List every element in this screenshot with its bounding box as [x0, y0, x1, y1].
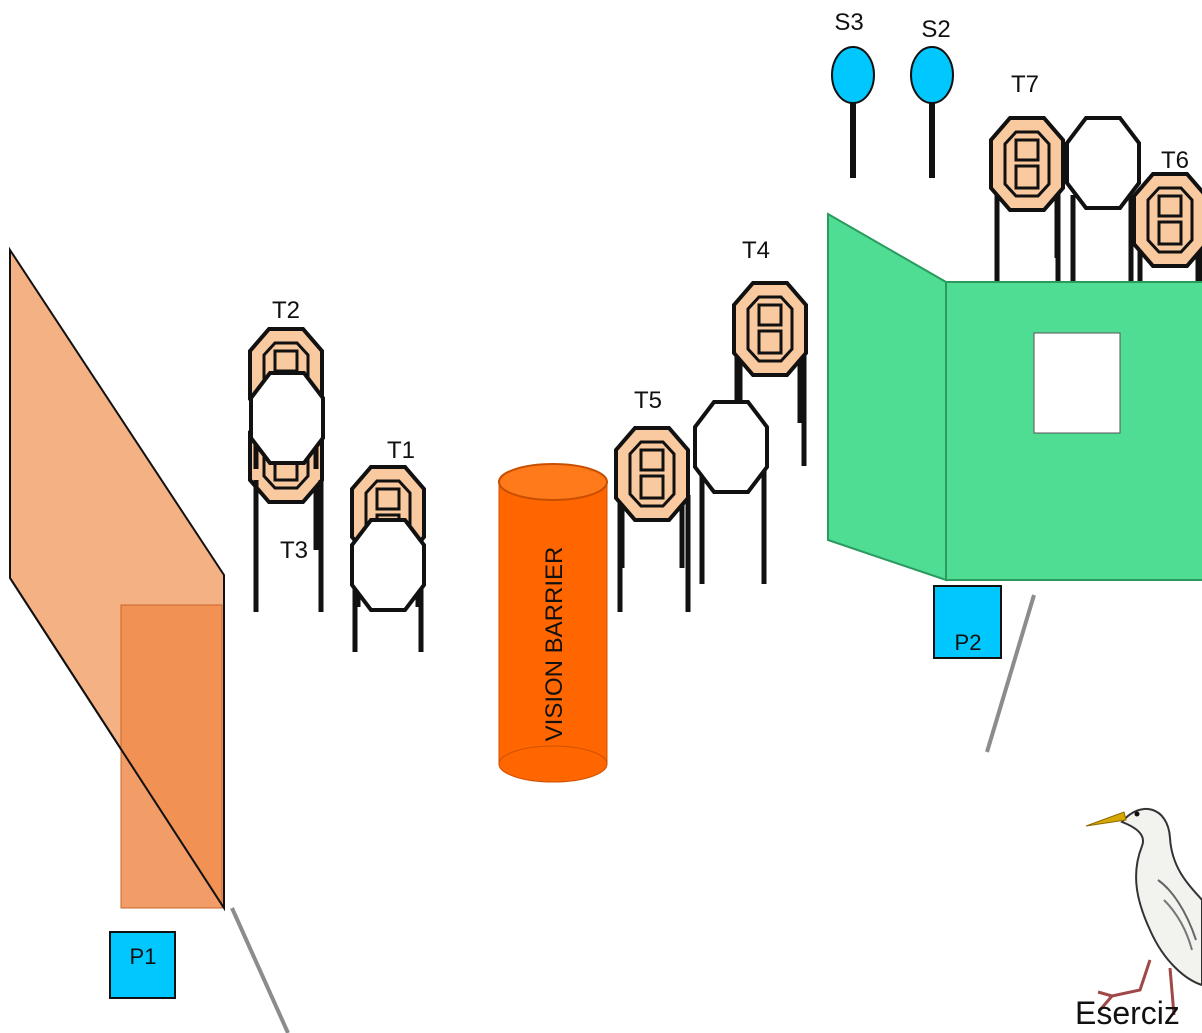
label-s2: S2	[921, 16, 950, 43]
position-p2: P2	[933, 585, 1002, 659]
label-p2: P2	[955, 630, 982, 655]
steel-s2	[910, 46, 954, 178]
noshoot-t4	[693, 400, 769, 584]
label-t6: T6	[1161, 147, 1189, 174]
label-t5: T5	[634, 387, 662, 414]
vision-barrier-label: VISION BARRIER	[541, 547, 568, 742]
fault-line-p1	[230, 907, 290, 1033]
noshoot-t1	[350, 518, 426, 612]
vision-barrier: VISION BARRIER	[498, 463, 608, 783]
green-wall	[827, 212, 1202, 582]
noshoot-t7	[1065, 116, 1141, 290]
label-p1: P1	[130, 944, 157, 969]
position-p1: P1	[109, 931, 176, 999]
steel-s3	[831, 46, 875, 178]
left-wall	[9, 246, 225, 912]
label-s3: S3	[834, 9, 863, 36]
target-t5	[616, 428, 691, 612]
fault-line-p2	[985, 594, 1036, 753]
watermark-text: Eserciz	[1075, 995, 1180, 1031]
target-t7	[991, 118, 1063, 290]
label-t1: T1	[387, 437, 415, 464]
noshoot-t2	[249, 371, 325, 465]
heron-logo	[1085, 807, 1202, 1016]
label-t7: T7	[1011, 71, 1039, 98]
label-t3: T3	[280, 537, 308, 564]
label-t4: T4	[742, 237, 770, 264]
label-t2: T2	[272, 297, 300, 324]
wall-window	[1033, 332, 1121, 434]
